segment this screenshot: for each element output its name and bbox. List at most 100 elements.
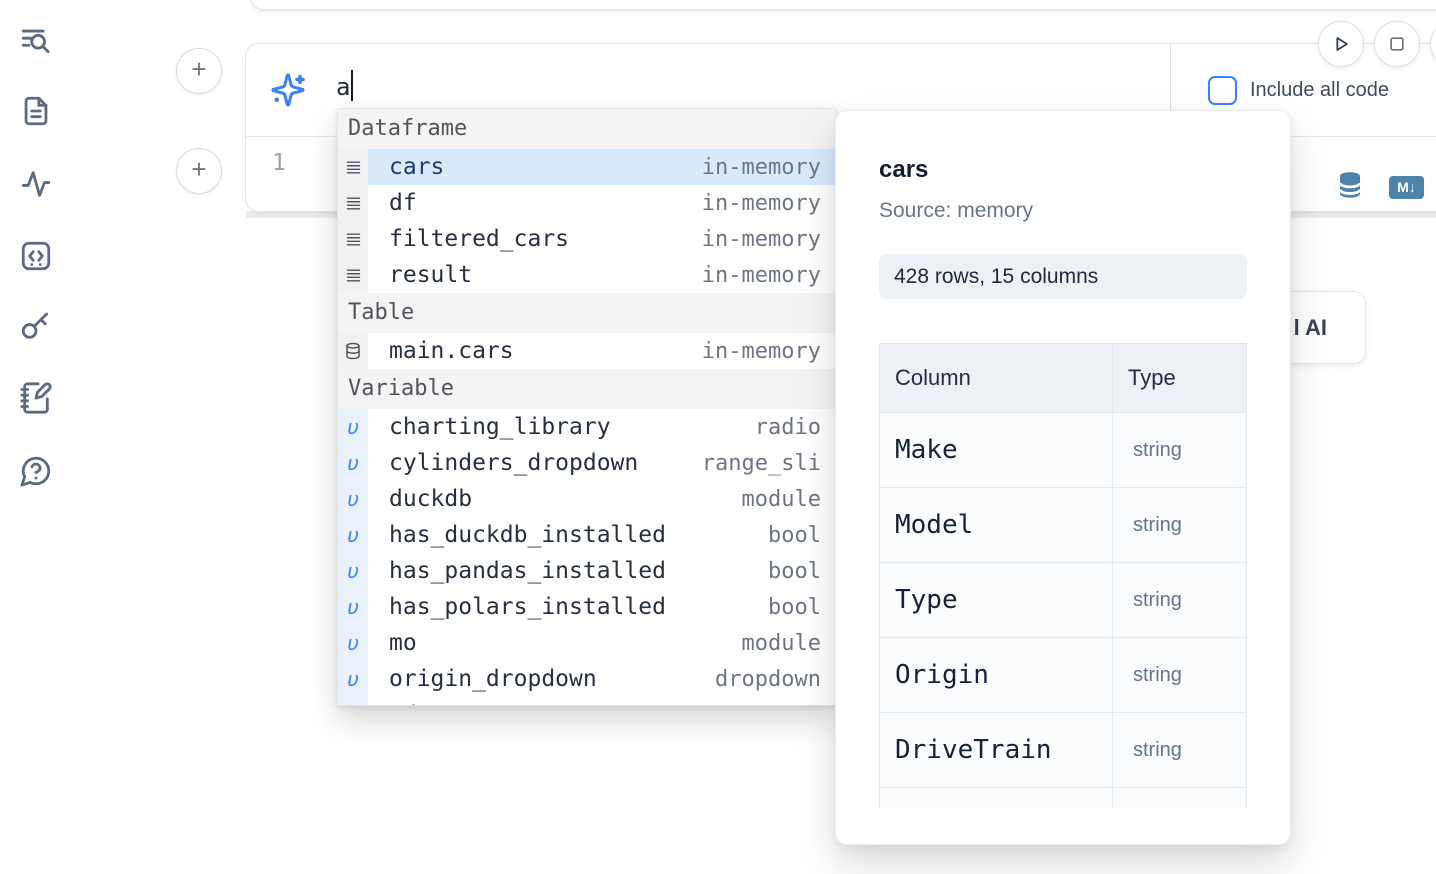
schema-column-name: DriveTrain: [880, 713, 1113, 788]
stop-cell-button[interactable]: [1374, 21, 1420, 67]
add-cell-button-bottom[interactable]: +: [176, 148, 222, 194]
variable-icon: υ: [338, 697, 368, 706]
item-name: has_duckdb_installed: [368, 522, 666, 548]
item-name: mo: [368, 630, 417, 656]
prompt-value: a: [336, 73, 350, 101]
code-snippets-icon[interactable]: [19, 239, 53, 273]
item-type: module: [742, 487, 836, 512]
autocomplete-item-main.cars[interactable]: main.cars in-memory: [338, 333, 836, 369]
sparkles-icon: [270, 72, 306, 108]
schema-table: Column Type MakestringModelstringTypestr…: [879, 343, 1247, 808]
document-icon[interactable]: [19, 94, 53, 128]
item-name: origin_dropdown: [368, 666, 597, 692]
toc-search-icon[interactable]: [19, 24, 53, 58]
text-caret: [351, 70, 353, 101]
variable-icon: υ: [338, 445, 368, 481]
schema-column-type: string: [1112, 413, 1246, 488]
schema-column-name: Type: [880, 563, 1113, 638]
item-type: module: [742, 703, 836, 707]
autocomplete-item-cylinders_dropdown[interactable]: υcylinders_dropdown range_sli: [338, 445, 836, 481]
line-number: 1: [272, 150, 286, 176]
item-type: in-memory: [702, 191, 836, 216]
item-type: in-memory: [702, 339, 836, 364]
item-type: in-memory: [702, 263, 836, 288]
item-name: has_polars_installed: [368, 594, 666, 620]
autocomplete-item-charting_library[interactable]: υcharting_libraryradio: [338, 409, 836, 445]
item-type: module: [742, 631, 836, 656]
autocomplete-item-df[interactable]: df in-memory: [338, 185, 836, 221]
schema-header-column: Column: [880, 344, 1113, 413]
autocomplete-item-pd[interactable]: υpd module: [338, 697, 836, 706]
include-all-code-checkbox[interactable]: [1208, 76, 1237, 105]
markdown-icon[interactable]: M↓: [1389, 176, 1424, 199]
item-type: radio: [755, 415, 836, 440]
variable-icon: υ: [338, 481, 368, 517]
schema-column-name: Model: [880, 488, 1113, 563]
item-name: duckdb: [368, 486, 472, 512]
item-type: bool: [768, 595, 836, 620]
item-type: bool: [768, 559, 836, 584]
autocomplete-item-cars[interactable]: carsin-memory: [338, 149, 836, 185]
variable-icon: υ: [338, 625, 368, 661]
popup-title: cars: [879, 156, 1245, 184]
schema-row: Modelstring: [880, 488, 1247, 563]
variable-icon: υ: [338, 661, 368, 697]
schema-row: Originstring: [880, 638, 1247, 713]
section-header: Dataframe: [338, 109, 836, 149]
variable-icon: υ: [338, 589, 368, 625]
item-name: has_pandas_installed: [368, 558, 666, 584]
schema-column-type: string: [1112, 563, 1246, 638]
schema-row: DriveTrainstring: [880, 713, 1247, 788]
autocomplete-item-filtered_cars[interactable]: filtered_cars in-memory: [338, 221, 836, 257]
section-header: Variable: [338, 369, 836, 409]
schema-row: Typestring: [880, 563, 1247, 638]
table-icon: [338, 333, 368, 369]
item-type: dropdown: [715, 667, 836, 692]
item-name: charting_library: [368, 414, 611, 440]
item-name: pd: [368, 702, 417, 706]
run-cell-button[interactable]: [1318, 21, 1364, 67]
autocomplete-item-has_polars_installed[interactable]: υhas_polars_installed bool: [338, 589, 836, 625]
autocomplete-item-origin_dropdown[interactable]: υorigin_dropdown dropdown: [338, 661, 836, 697]
database-icon[interactable]: [1335, 170, 1365, 202]
schema-row: [880, 788, 1247, 809]
schema-column-type: string: [1112, 713, 1246, 788]
include-all-code-label: Include all code: [1250, 79, 1389, 102]
key-icon[interactable]: [19, 309, 53, 343]
activity-icon[interactable]: [19, 167, 53, 201]
variable-icon: υ: [338, 517, 368, 553]
sidebar: [0, 0, 72, 874]
schema-column-name: Make: [880, 413, 1113, 488]
scratchpad-icon[interactable]: [19, 381, 53, 415]
autocomplete-item-has_pandas_installed[interactable]: υhas_pandas_installedbool: [338, 553, 836, 589]
schema-column-type: [1112, 788, 1246, 809]
section-header: Table: [338, 293, 836, 333]
dataframe-icon: [338, 257, 368, 293]
autocomplete-item-has_duckdb_installed[interactable]: υhas_duckdb_installed bool: [338, 517, 836, 553]
play-icon: [1330, 33, 1352, 55]
item-name: result: [368, 262, 472, 288]
schema-column-name: [880, 788, 1113, 809]
autocomplete-item-result[interactable]: result in-memory: [338, 257, 836, 293]
item-name: cylinders_dropdown: [368, 450, 638, 476]
dataframe-popup: cars Source: memory 428 rows, 15 columns…: [835, 110, 1291, 845]
item-name: main.cars: [368, 338, 514, 364]
help-chat-icon[interactable]: [19, 454, 53, 488]
popup-source: Source: memory: [879, 199, 1245, 223]
shape-badge: 428 rows, 15 columns: [879, 254, 1247, 299]
schema-column-type: string: [1112, 638, 1246, 713]
item-type: bool: [768, 523, 836, 548]
ai-prompt-input[interactable]: a: [336, 70, 353, 101]
add-cell-button-top[interactable]: +: [176, 48, 222, 94]
stop-icon: [1387, 34, 1407, 54]
ai-card-label: l AI: [1294, 315, 1327, 341]
item-name: filtered_cars: [368, 226, 569, 252]
schema-row: Makestring: [880, 413, 1247, 488]
schema-column-name: Origin: [880, 638, 1113, 713]
schema-column-type: string: [1112, 488, 1246, 563]
item-name: df: [368, 190, 417, 216]
item-type: in-memory: [702, 227, 836, 252]
autocomplete-item-duckdb[interactable]: υduckdb module: [338, 481, 836, 517]
autocomplete-item-mo[interactable]: υmo module: [338, 625, 836, 661]
item-type: range_sli: [702, 451, 836, 476]
